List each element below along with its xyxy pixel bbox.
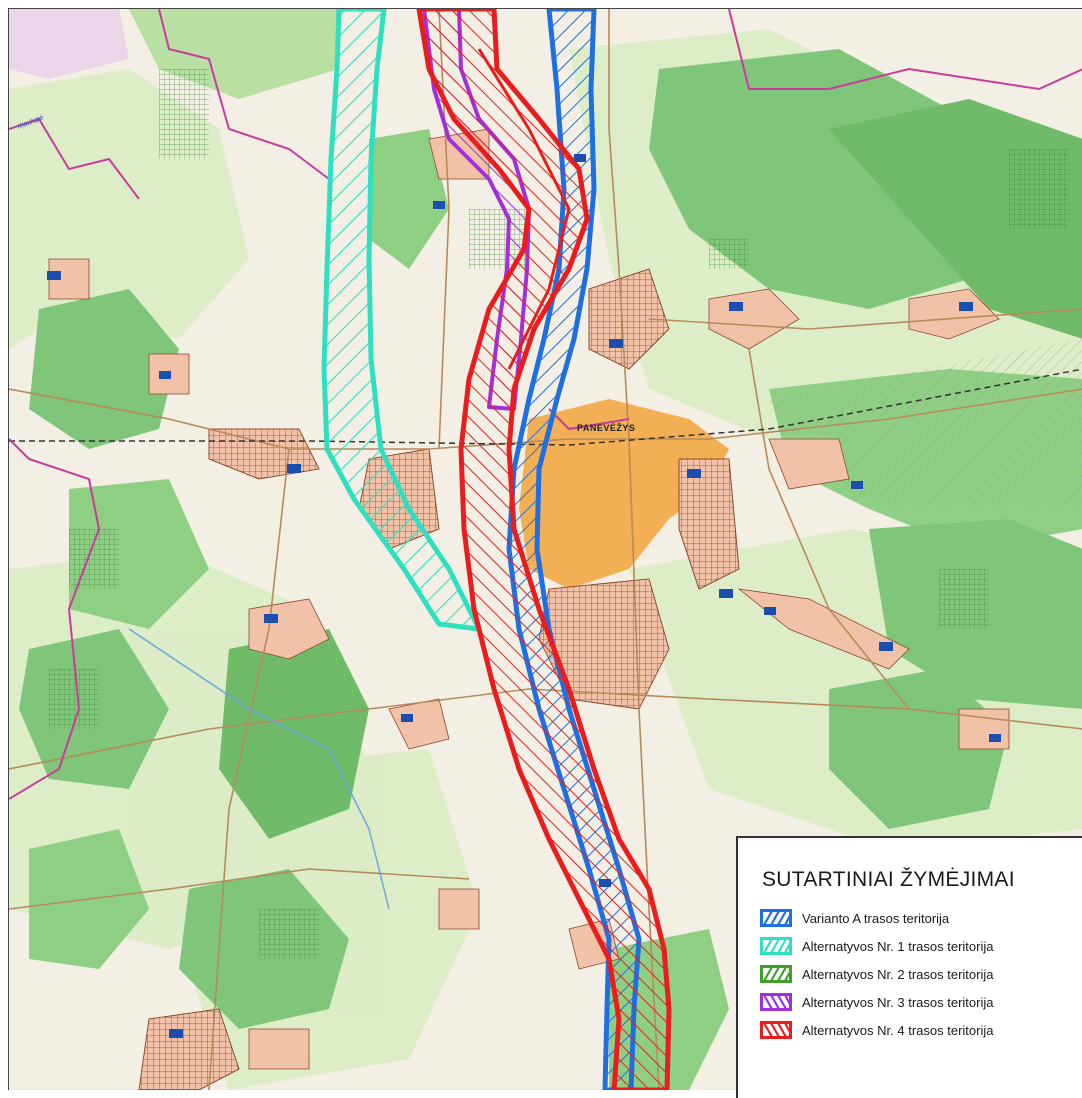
legend-swatch-variant-a	[760, 909, 792, 927]
legend-label: Alternatyvos Nr. 4 trasos teritorija	[802, 1022, 994, 1038]
forest-grid-patches	[49, 69, 1069, 959]
legend-item-alt-2: Alternatyvos Nr. 2 trasos teritorija	[760, 964, 993, 984]
legend-panel: SUTARTINIAI ŽYMĖJIMAI Varianto A trasos …	[736, 836, 1082, 1098]
legend-item-alt-1: Alternatyvos Nr. 1 trasos teritorija	[760, 936, 993, 956]
legend-swatch-alt-2	[760, 965, 792, 983]
corridor-alt-4	[416, 9, 672, 1090]
railway	[9, 368, 1082, 446]
city-label: PANEVĖŽYS	[577, 423, 636, 433]
legend-label: Alternatyvos Nr. 3 trasos teritorija	[802, 994, 994, 1010]
legend-item-alt-3: Alternatyvos Nr. 3 trasos teritorija	[760, 992, 993, 1012]
map-symbols	[47, 154, 1001, 1038]
map-canvas[interactable]: PANEVĖŽYS Kiaulupė	[8, 8, 1082, 1090]
map-graphics	[9, 9, 1082, 1090]
legend-label: Alternatyvos Nr. 2 trasos teritorija	[802, 966, 994, 982]
legend-title: SUTARTINIAI ŽYMĖJIMAI	[762, 868, 1015, 891]
legend-item-alt-4: Alternatyvos Nr. 4 trasos teritorija	[760, 1020, 993, 1040]
legend-item-variant-a: Varianto A trasos teritorija	[760, 908, 949, 928]
legend-swatch-alt-4	[760, 1021, 792, 1039]
admin-boundaries	[9, 9, 1082, 800]
city-area	[519, 399, 729, 589]
legend-label: Alternatyvos Nr. 1 trasos teritorija	[802, 938, 994, 954]
roads	[9, 9, 1082, 1090]
legend-swatch-alt-1	[760, 937, 792, 955]
legend-swatch-alt-3	[760, 993, 792, 1011]
river	[128, 628, 390, 910]
protected-zone	[769, 339, 1082, 509]
legend-label: Varianto A trasos teritorija	[802, 910, 950, 926]
